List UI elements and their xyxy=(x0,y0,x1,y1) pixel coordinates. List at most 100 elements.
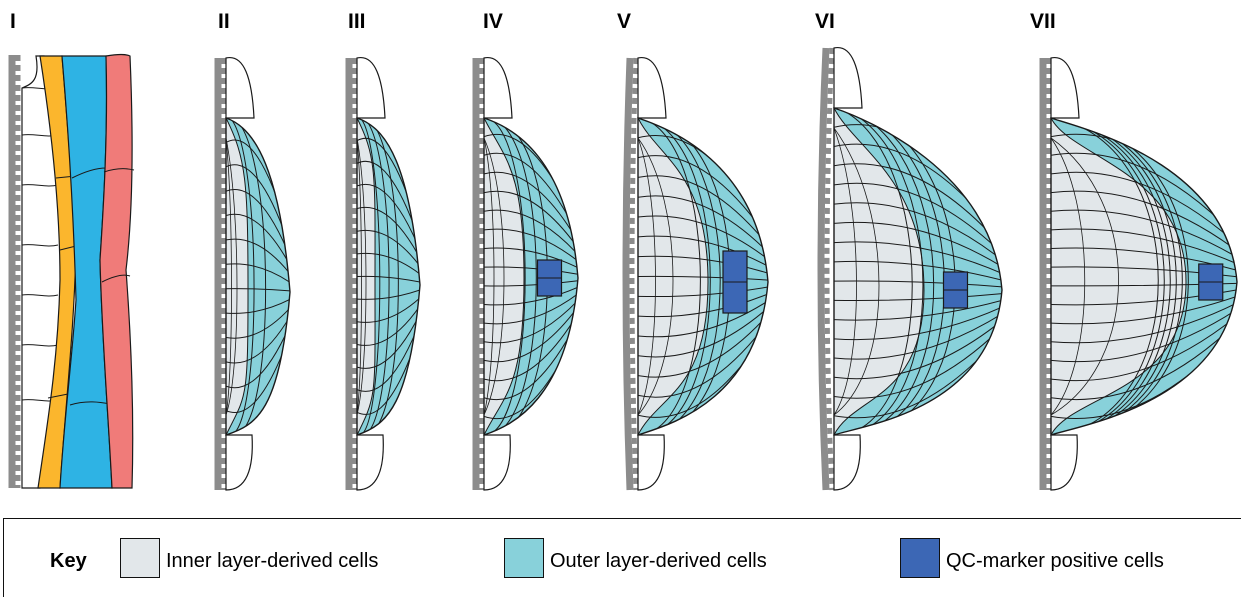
cell-wall xyxy=(638,175,768,246)
cell-wall xyxy=(226,298,290,314)
cell-wall xyxy=(834,202,1002,261)
cell-wall xyxy=(226,316,290,364)
cell-wall xyxy=(360,118,381,435)
primordium-stages xyxy=(214,47,1238,491)
pericycle-dashes xyxy=(629,57,639,491)
cell-wall xyxy=(641,118,701,435)
outer-layer-label: Outer layer-derived cells xyxy=(550,550,767,572)
cell-wall xyxy=(645,118,711,435)
cell-wall xyxy=(845,108,935,435)
key-panel xyxy=(3,518,1241,597)
primordium-outline xyxy=(833,107,1003,436)
cell-wall xyxy=(834,241,1002,274)
cell-wall xyxy=(834,299,1002,321)
cell-wall xyxy=(834,326,1002,399)
epidermis-layer xyxy=(99,53,134,489)
stage-label-i: I xyxy=(10,10,16,33)
cell-wall xyxy=(1051,137,1119,416)
key-title: Key xyxy=(50,550,87,572)
cell-wall xyxy=(484,293,578,325)
cell-wall xyxy=(1051,171,1237,245)
cell-wall xyxy=(841,108,924,435)
cell-wall xyxy=(1051,302,1237,344)
stage-iii-primordium xyxy=(345,57,421,491)
cell-wall xyxy=(484,266,578,275)
cell-wall xyxy=(1055,118,1165,435)
cell-wall xyxy=(638,293,768,318)
cell-wall xyxy=(484,228,578,262)
outer-layer-swatch xyxy=(504,538,544,578)
cell-walls xyxy=(226,118,290,435)
cell-wall xyxy=(638,286,768,298)
inner-layer-label: Inner layer-derived cells xyxy=(166,550,379,572)
cell-wall xyxy=(103,168,135,173)
cell-wall xyxy=(834,127,857,416)
cell-wall xyxy=(834,320,1002,380)
cell-wall xyxy=(648,118,721,435)
cell-wall xyxy=(1057,118,1171,435)
cell-wall xyxy=(484,209,578,255)
cell-wall xyxy=(834,127,880,416)
cell-wall xyxy=(1051,315,1237,382)
cell-wall xyxy=(1051,295,1237,325)
overlying-cell xyxy=(1050,57,1080,119)
overlying-cell xyxy=(225,434,253,491)
cell-wall xyxy=(226,213,290,266)
cell-wall xyxy=(226,307,290,339)
cell-wall xyxy=(226,288,290,292)
stage-iv-primordium xyxy=(472,57,579,491)
cell-wall xyxy=(1053,118,1159,435)
cell-wall xyxy=(226,263,290,283)
stage-label-v: V xyxy=(617,10,632,33)
pericycle-dashes xyxy=(824,47,835,491)
overlying-cell xyxy=(1050,434,1078,491)
cell-wall xyxy=(487,118,526,435)
primordium-outline xyxy=(483,117,579,436)
cell-wall xyxy=(21,184,59,187)
overlying-cell xyxy=(483,57,513,119)
stage-label-vii: VII xyxy=(1030,10,1056,33)
cell-wall xyxy=(638,314,768,378)
cell-wall xyxy=(1051,309,1237,363)
stage-label-iv: IV xyxy=(483,10,503,33)
cell-wall xyxy=(638,137,674,416)
cell-wall xyxy=(59,245,77,251)
cell-wall xyxy=(1051,209,1237,258)
cell-wall xyxy=(357,183,420,251)
cell-wall xyxy=(484,280,578,287)
stage-vi-primordium xyxy=(817,47,1003,491)
cell-wall xyxy=(357,137,362,416)
stele-bar xyxy=(817,47,830,491)
cell-wall xyxy=(226,137,232,416)
primordium-outline xyxy=(225,117,291,436)
primordium-outline xyxy=(1050,117,1238,436)
cell-wall xyxy=(21,294,59,297)
primordium-outline xyxy=(637,117,769,436)
cell-wall xyxy=(363,118,390,435)
stage-label-iii: III xyxy=(348,10,366,33)
cell-wall xyxy=(1051,228,1237,265)
cell-wall xyxy=(638,321,768,398)
cell-wall xyxy=(638,255,768,274)
cell-wall xyxy=(491,118,537,435)
cell-wall xyxy=(226,324,290,389)
overlying-cell xyxy=(637,434,665,491)
cell-wall xyxy=(234,118,267,435)
cell-wall xyxy=(101,274,131,283)
cell-wall xyxy=(226,137,238,416)
cell-wall xyxy=(638,307,768,358)
cell-wall xyxy=(638,137,656,416)
cell-wall xyxy=(71,167,107,179)
overlying-cell xyxy=(356,434,384,491)
cell-wall xyxy=(357,275,420,283)
overlying-cell xyxy=(356,57,386,119)
cell-wall xyxy=(484,299,578,344)
cell-walls xyxy=(484,118,578,435)
qc-marker-label: QC-marker positive cells xyxy=(946,550,1164,572)
cell-wall xyxy=(357,206,420,259)
cell-wall xyxy=(484,137,495,416)
cell-wall xyxy=(834,280,1002,288)
cell-wall xyxy=(837,108,913,435)
cell-wall xyxy=(229,118,255,435)
overlying-cell xyxy=(225,57,255,119)
